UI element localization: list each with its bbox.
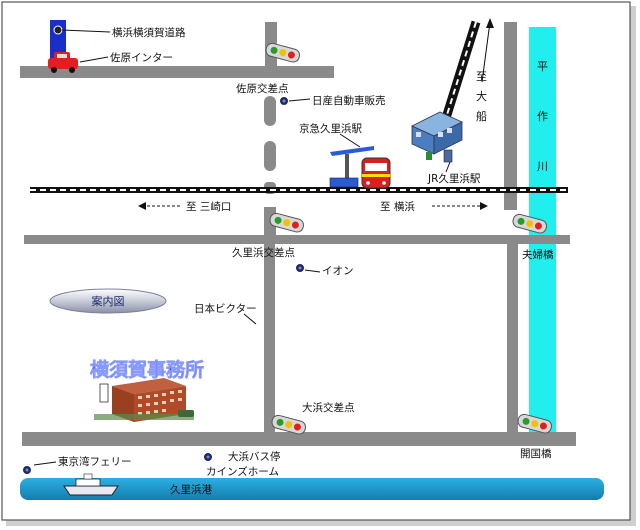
location-dot-icon — [279, 96, 289, 106]
jr-railway — [30, 187, 568, 193]
label-tokyo-bay-ferry: 東京湾フェリー — [58, 455, 132, 468]
road-bottom — [22, 432, 576, 446]
label-kurihama-crossing: 久里浜交差点 — [232, 246, 295, 259]
road-network — [20, 22, 576, 446]
traffic-light-icon — [269, 212, 304, 233]
ferry-icon — [63, 473, 119, 496]
train-icon — [361, 157, 391, 189]
label-heisaku-river-3: 川 — [537, 160, 548, 173]
label-ohama-crossing: 大浜交差点 — [302, 401, 355, 414]
label-kaikoku-bridge: 開国橋 — [520, 447, 552, 460]
car-icon — [48, 52, 78, 73]
station-icon — [329, 146, 374, 188]
location-dot-icon — [203, 452, 213, 462]
label-to-ofuna-3: 船 — [476, 109, 487, 123]
label-to-yokohama: 至 横浜 — [380, 200, 415, 213]
railway-to-ofuna — [441, 20, 481, 120]
label-sawara-ic: 佐原インター — [110, 51, 173, 64]
label-fufu-bridge: 夫婦橋 — [522, 248, 554, 261]
traffic-light-icon — [271, 414, 306, 435]
label-nihon-victor: 日本ビクター — [194, 302, 257, 315]
guide-pill: 案内図 — [49, 288, 167, 314]
location-dot-icon — [22, 465, 32, 475]
road-vertical-right-lower — [507, 244, 518, 432]
label-sawara-crossing: 佐原交差点 — [236, 82, 289, 95]
office-title: 横須賀事務所 — [90, 358, 204, 381]
guide-pill-label: 案内図 — [92, 294, 125, 308]
label-nissan-dealer: 日産自動車販売 — [312, 94, 386, 107]
label-to-misakiguchi: 至 三崎口 — [186, 200, 231, 213]
label-aeon: イオン — [322, 265, 354, 277]
building-icon — [411, 111, 463, 163]
office-building-icon — [94, 378, 194, 422]
label-jr-station: JR久里浜駅 — [427, 173, 481, 185]
label-heisaku-river-2: 作 — [537, 110, 548, 123]
label-heisaku-river-1: 平 — [537, 60, 548, 73]
road-top — [20, 66, 334, 78]
road-vertical-right-upper — [504, 22, 517, 210]
traffic-light-icon — [517, 413, 552, 434]
label-to-ofuna-2: 大 — [476, 89, 487, 103]
kurihama-sea — [20, 478, 604, 500]
road-middle — [24, 235, 570, 244]
traffic-light-icon — [265, 42, 300, 63]
label-ohama-bus-stop: 大浜バス停 — [228, 450, 281, 463]
label-cainz-home: カインズホーム — [206, 465, 279, 478]
location-dot-icon — [295, 263, 305, 273]
label-to-ofuna-1: 至 — [476, 70, 487, 83]
label-yokohama-yokosuka-road: 横浜横須賀道路 — [112, 26, 186, 39]
road-vertical-center — [264, 244, 275, 432]
traffic-light-icon — [512, 213, 547, 234]
label-kurihama-port: 久里浜港 — [170, 484, 212, 496]
label-keikyu-station: 京急久里浜駅 — [299, 122, 362, 135]
heisaku-river — [529, 27, 556, 442]
